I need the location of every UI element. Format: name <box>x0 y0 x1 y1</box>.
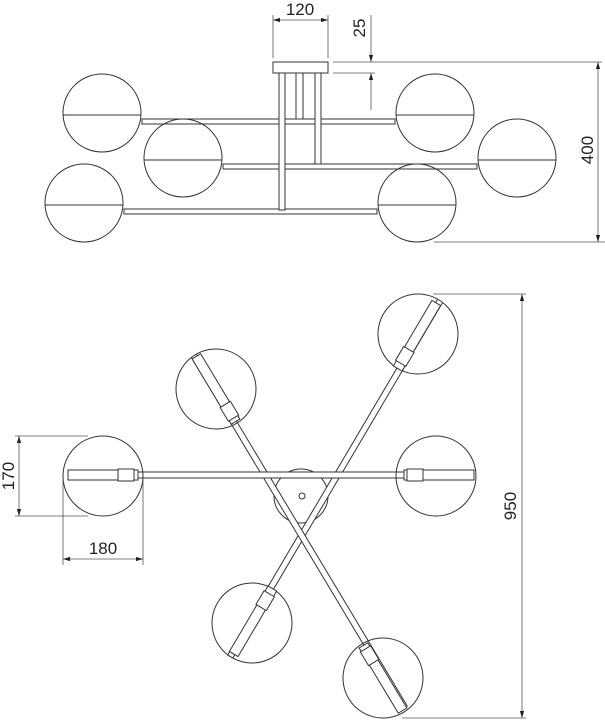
globe-top <box>175 348 257 430</box>
rod <box>278 72 286 211</box>
side-view: 120 25 400 <box>44 0 605 243</box>
canopy <box>272 61 329 74</box>
dimension-canopy-height: 25 <box>333 15 602 110</box>
globe-top <box>377 293 459 375</box>
globe-shade <box>62 73 142 153</box>
socket <box>394 345 415 368</box>
dimension-label: 25 <box>350 19 369 38</box>
dimension-label: 400 <box>578 136 597 164</box>
side-arm-middle <box>222 163 478 170</box>
globe-top <box>395 435 477 517</box>
globe-shade <box>143 118 223 198</box>
dimension-shade-width: 180 <box>62 480 144 565</box>
side-arm-top <box>141 118 396 125</box>
globe-shade <box>395 73 475 153</box>
dimension-label: 120 <box>286 0 314 19</box>
dimension-label: 950 <box>501 492 520 520</box>
socket <box>219 400 240 422</box>
dimension-label: 180 <box>89 539 117 558</box>
top-view: 170 180 950 <box>0 293 526 719</box>
socket <box>255 589 276 612</box>
dimension-canopy-width: 120 <box>272 0 329 58</box>
globe-shade <box>377 163 457 243</box>
globe-shade <box>44 163 124 243</box>
globe-shade <box>477 118 557 198</box>
socket <box>359 645 380 667</box>
dimension-shade-height: 170 <box>0 435 88 517</box>
rod <box>314 72 322 165</box>
globe-top <box>62 435 144 517</box>
dimension-total-height: 400 <box>434 62 605 243</box>
center-screw <box>298 492 306 500</box>
side-arm-bottom <box>123 208 378 215</box>
dimension-label: 170 <box>0 462 18 490</box>
socket <box>117 468 135 482</box>
socket <box>406 468 424 482</box>
globe-top <box>211 582 293 664</box>
dimension-total-diameter: 950 <box>402 293 526 719</box>
globe-top <box>342 637 424 719</box>
